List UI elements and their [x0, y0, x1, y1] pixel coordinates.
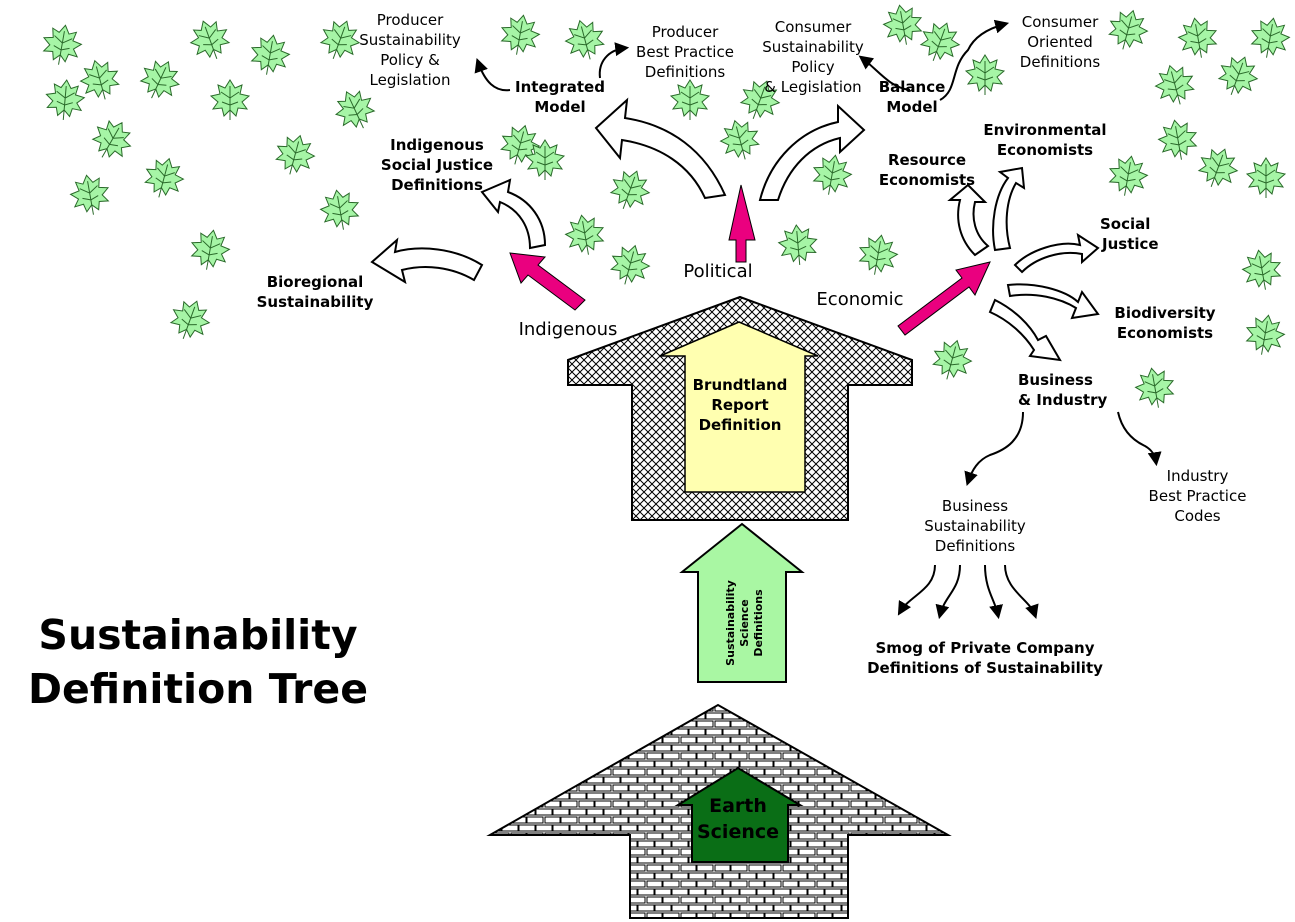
leaf-icon [776, 222, 820, 268]
leaf-icon [328, 83, 382, 137]
brundtland-label: Brundtland Report Definition [692, 376, 788, 434]
bioregional-sustainability: Bioregional Sustainability [256, 273, 374, 311]
indigenous-social-justice: Indigenous Social Justice Definitions [380, 136, 494, 194]
leaf-icon [927, 335, 977, 385]
leaf-icon [1192, 142, 1244, 194]
leaf-icon [715, 115, 765, 165]
leaf-icon [1247, 14, 1293, 62]
leaf-icon [210, 79, 250, 121]
leaf-icon [67, 171, 113, 219]
leaf-icon [604, 164, 656, 216]
leaf-icon [317, 186, 363, 234]
leaf-icon [497, 11, 543, 59]
producer-sustainability-policy: Producer Sustainability Policy & Legisla… [359, 11, 461, 89]
branch-political: Political [683, 261, 753, 282]
leaf-icon [1212, 50, 1264, 102]
leaf-icon [914, 16, 966, 68]
leaf-icon [270, 130, 320, 180]
white-flow-arrows [370, 97, 1100, 362]
earth-science-root [486, 703, 952, 919]
industry-best-practice-codes: Industry Best Practice Codes [1148, 467, 1247, 525]
leaf-icon [85, 112, 139, 168]
leaf-icon [880, 1, 926, 49]
leaf-icon [43, 77, 87, 123]
leaf-icon [670, 79, 710, 121]
consumer-oriented-definitions: Consumer Oriented Definitions [1019, 13, 1101, 71]
leaf-icon [39, 21, 85, 69]
leaf-icon [1150, 60, 1200, 110]
leaf-icon [247, 31, 293, 79]
leaf-icon [187, 226, 233, 274]
thin-arrows [474, 19, 1162, 620]
integrated-model: Integrated Model [515, 78, 605, 116]
sustainability-science-trunk [679, 522, 805, 683]
leaf-icon [1246, 157, 1286, 199]
leaf-icon [139, 153, 189, 203]
balance-model: Balance Model [878, 78, 946, 116]
social-justice: Social Justice [1100, 215, 1159, 253]
smog-of-private-definitions: Smog of Private Company Definitions of S… [867, 639, 1103, 677]
leaf-icon [1132, 364, 1178, 412]
leaf-icon [133, 53, 187, 107]
leaf-icon [1155, 116, 1201, 164]
leaf-icon [809, 151, 855, 199]
business-industry: Business & Industry [1018, 371, 1108, 409]
leaf-icon [1239, 246, 1285, 294]
consumer-sustainability-policy: Consumer Sustainability Policy & Legisla… [762, 18, 864, 96]
leaf-icon [562, 211, 608, 259]
magenta-arrows [509, 184, 991, 336]
biodiversity-economists: Biodiversity Economists [1114, 304, 1216, 342]
leaf-icon [184, 14, 236, 66]
leaf-icon [560, 15, 610, 65]
leaf-icon [965, 54, 1005, 96]
branch-economic: Economic [816, 289, 904, 310]
environmental-economists: Environmental Economists [983, 121, 1107, 159]
diagram-title: Sustainability Definition Tree [27, 611, 369, 713]
leaf-icon [164, 294, 216, 346]
leaf-icon [1242, 311, 1288, 359]
resource-economists: Resource Economists [878, 151, 976, 189]
brundtland-house [567, 295, 913, 521]
branch-indigenous: Indigenous [518, 319, 618, 340]
producer-best-practice: Producer Best Practice Definitions [636, 23, 734, 81]
leaf-icon [855, 231, 901, 279]
leaf-icon [605, 240, 655, 290]
business-sustainability-definitions: Business Sustainability Definitions [924, 497, 1026, 555]
earth-science-label: Earth Science [696, 795, 780, 843]
leaf-icon [1175, 14, 1221, 62]
